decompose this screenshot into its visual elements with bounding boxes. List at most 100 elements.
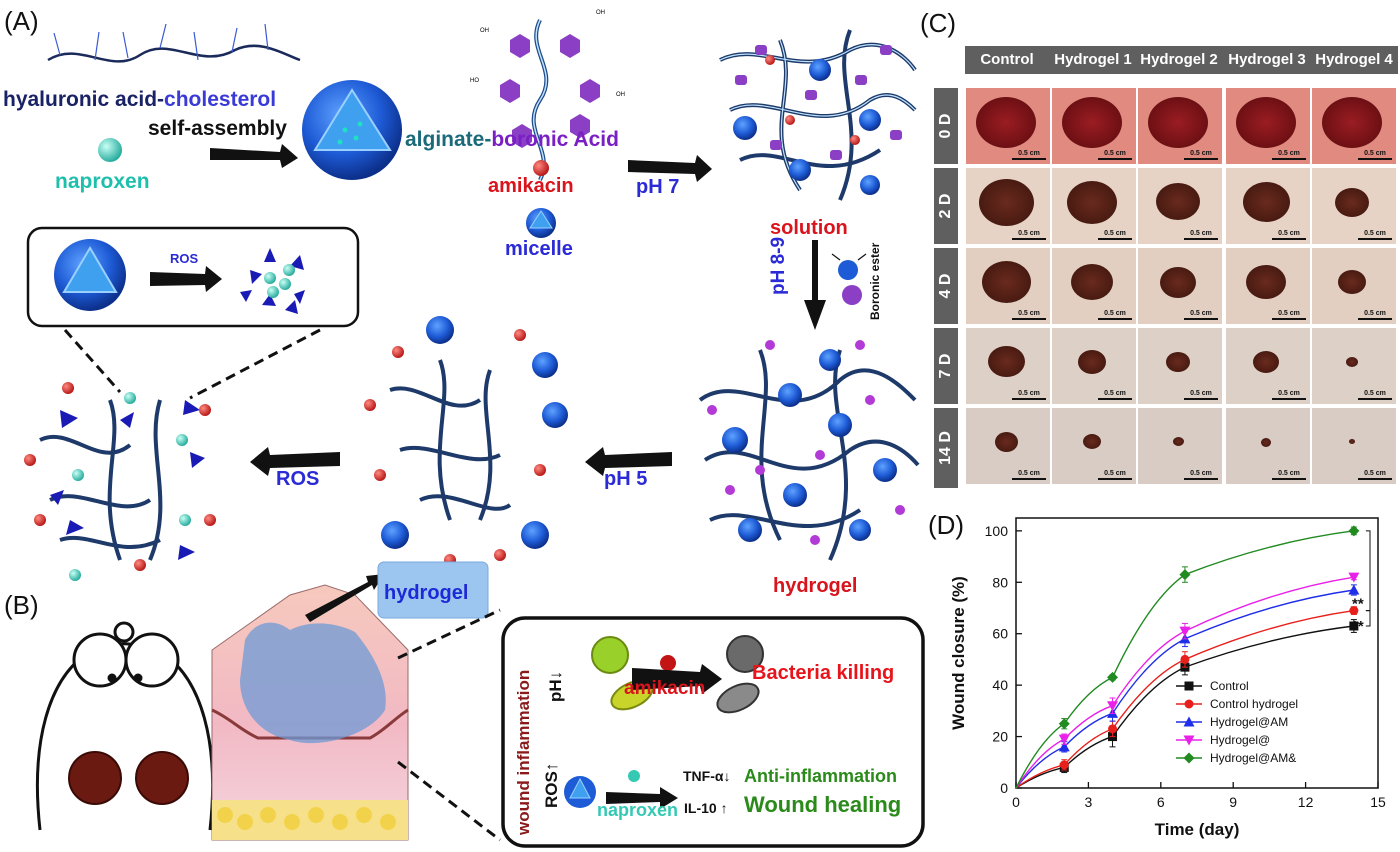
scale-bar: 0.5 cm [1184, 390, 1218, 400]
released-network-icon [39, 399, 163, 561]
panel-label-a: (A) [4, 6, 39, 36]
scale-bar: 0.5 cm [1358, 310, 1392, 320]
label-boronic-acid: boronic Acid [491, 128, 619, 151]
legend-marker [1183, 735, 1195, 746]
wound-photo: 0.5 cm [966, 88, 1050, 164]
series-line [1015, 589, 1354, 789]
scale-bar: 0.5 cm [1184, 310, 1218, 320]
data-point [1348, 525, 1360, 537]
label-bacteria-killing: Bacteria killing [752, 662, 895, 684]
scale-bar: 0.5 cm [1098, 230, 1132, 240]
label-ph5: pH 5 [604, 468, 648, 490]
x-tick-label: 6 [1157, 794, 1165, 810]
wound-area [1148, 96, 1208, 148]
data-point [1180, 654, 1190, 664]
wound-photo: 0.5 cm [1312, 408, 1396, 484]
label-ph7: pH 7 [636, 176, 680, 198]
significance-bracket [1365, 610, 1371, 627]
wound-photo: 0.5 cm [1052, 248, 1136, 324]
wound-photo: 0.5 cm [1312, 88, 1396, 164]
dashed-connector [397, 608, 501, 660]
micelle-icon [722, 349, 897, 542]
data-point [1059, 760, 1069, 770]
data-point [1107, 701, 1119, 712]
label-micelle: micelle [505, 238, 573, 260]
x-tick-label: 9 [1229, 794, 1237, 810]
micelle-burst-icon [240, 248, 305, 314]
wound-area [1253, 350, 1279, 373]
wound-photo: 0.5 cm [1226, 248, 1310, 324]
x-tick-label: 15 [1370, 794, 1386, 810]
data-point [1108, 724, 1118, 734]
dead-bacteria-icon [716, 635, 764, 714]
plot-frame [1015, 517, 1379, 789]
scale-bar: 0.5 cm [1272, 230, 1306, 240]
legend-label: Control hydrogel [1210, 697, 1298, 711]
dashed-connector [189, 328, 321, 400]
wound-photo: 0.5 cm [1226, 408, 1310, 484]
significance-mark: ** [1352, 618, 1364, 635]
x-tick-label: 0 [1012, 794, 1020, 810]
arrow-left-icon [250, 447, 340, 476]
y-tick-label: 40 [992, 677, 1008, 693]
data-point [1179, 569, 1191, 581]
data-point [1179, 626, 1191, 637]
data-point [1058, 718, 1070, 730]
column-header: Control [980, 51, 1034, 68]
label-naproxen: naproxen [55, 170, 150, 193]
wound-area [1242, 182, 1290, 223]
y-tick-label: 80 [992, 574, 1008, 590]
arrow-icon [150, 266, 222, 292]
column-header: Hydrogel 1 [1054, 51, 1132, 68]
wound-right-icon [135, 751, 189, 805]
wound-area [1156, 183, 1200, 221]
series-line [1015, 609, 1354, 789]
solution-network-icon [719, 29, 917, 201]
x-tick-label: 3 [1085, 794, 1093, 810]
column-header: Hydrogel 4 [1315, 51, 1393, 68]
micelle-fragment-icon [50, 400, 205, 560]
data-point [1058, 741, 1070, 752]
scale-bar: 0.5 cm [1012, 230, 1046, 240]
wound-area [1236, 96, 1296, 148]
label-il10: IL-10 ↑ [684, 800, 728, 816]
wound-photo: 0.5 cm [1226, 88, 1310, 164]
scale-bar: 0.5 cm [1098, 390, 1132, 400]
panel-label-d: (D) [928, 510, 965, 540]
photo-grid-header: Control Hydrogel 1 Hydrogel 2 Hydrogel 3… [965, 46, 1398, 74]
wound-area [1160, 266, 1196, 298]
scale-bar: 0.5 cm [1012, 390, 1046, 400]
row-label: 0 D [934, 88, 958, 164]
label-amikacin: amikacin [488, 175, 574, 197]
legend-label: Hydrogel@AM [1210, 715, 1288, 729]
wound-photo: 0.5 cm [1226, 168, 1310, 244]
wound-left-icon [68, 751, 122, 805]
micelle-small-icon [526, 208, 556, 238]
row-label: 14 D [934, 408, 958, 488]
data-point [1348, 584, 1360, 595]
wound-area [1261, 437, 1271, 447]
label-solution: solution [770, 217, 848, 239]
row-label: 2 D [934, 168, 958, 244]
data-point [1107, 671, 1119, 683]
wound-area [1246, 265, 1286, 299]
series-line [1015, 530, 1354, 789]
arrow-left-icon [585, 447, 672, 476]
y-axis-label: Wound closure (%) [949, 576, 968, 730]
hydrogel-network-icon [698, 349, 920, 561]
hyaluronic-chain-icon [47, 23, 301, 63]
label-wound-healing: Wound healing [744, 792, 902, 817]
data-point [1349, 606, 1359, 616]
label-ph-down: pH↓ [546, 670, 565, 702]
label-boronic-ester: Boronic ester [868, 242, 882, 320]
label-hydrogel: hydrogel [773, 575, 858, 597]
arrow-icon [632, 664, 722, 694]
mechanism-box [501, 616, 925, 848]
scale-bar: 0.5 cm [1358, 150, 1392, 160]
column-header: Hydrogel 3 [1228, 51, 1306, 68]
wound-photo: 0.5 cm [1312, 248, 1396, 324]
data-point [1058, 734, 1070, 745]
